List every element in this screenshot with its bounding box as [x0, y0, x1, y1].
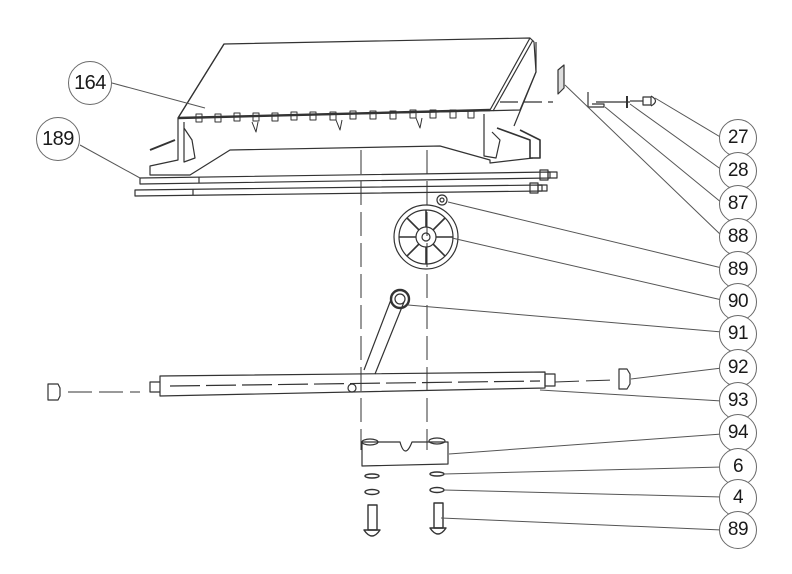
callout-164: 164 — [68, 61, 112, 105]
callout-28: 28 — [719, 152, 757, 190]
callout-88: 88 — [719, 218, 757, 256]
end-caps — [47, 368, 631, 401]
cover-part — [149, 37, 541, 176]
callout-189: 189 — [36, 117, 80, 161]
callout-87: 87 — [719, 185, 757, 223]
shaft-part — [149, 371, 556, 397]
handle-part — [363, 288, 411, 375]
callout-89-nut: 89 — [719, 251, 757, 289]
callout-90: 90 — [719, 283, 757, 321]
hinge-hardware — [500, 64, 657, 108]
bracket-part — [361, 437, 449, 467]
callout-27: 27 — [719, 119, 757, 157]
knob-part — [393, 194, 459, 270]
callout-6: 6 — [719, 448, 757, 486]
callout-89-bolt: 89 — [719, 511, 757, 549]
callout-93: 93 — [719, 382, 757, 420]
rods-part — [134, 169, 558, 197]
center-lines — [68, 150, 613, 450]
callout-94: 94 — [719, 414, 757, 452]
callout-91: 91 — [719, 315, 757, 353]
leader-lines — [79, 82, 723, 531]
fasteners — [363, 471, 447, 537]
